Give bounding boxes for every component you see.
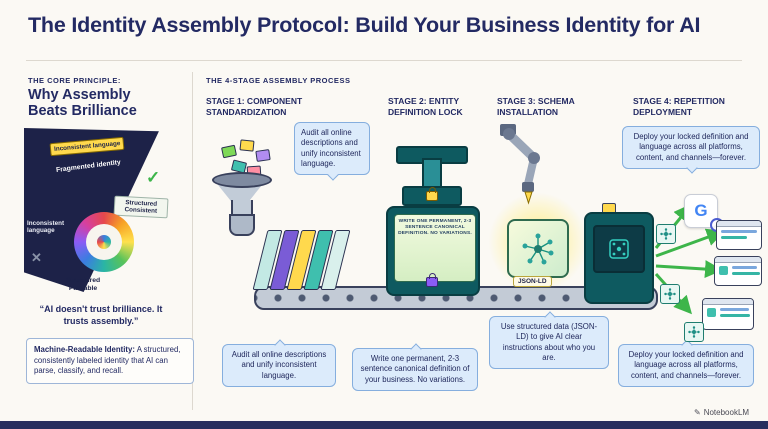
page-title-rest: Build Your Business Identity for AI — [349, 13, 701, 37]
definition-title: Machine-Readable Identity: — [34, 345, 135, 354]
callout-stage1-bottom: Audit all online descriptions and unify … — [222, 338, 336, 387]
label-inconsistent-language-left: Inconsistent language — [27, 220, 65, 235]
deployment-screen — [593, 225, 645, 273]
content-line — [720, 314, 750, 317]
browser-window-icon — [702, 298, 754, 330]
callout-stage1-top: Audit all online descriptions and unify … — [294, 122, 370, 181]
callout-text: Write one permanent, 2-3 sentence canoni… — [360, 354, 470, 384]
browser-titlebar — [715, 257, 761, 263]
lock-icon — [426, 187, 438, 201]
title-divider — [26, 60, 742, 61]
browser-window-icon — [716, 220, 762, 250]
bottom-accent-bar — [0, 421, 768, 429]
brand-name: NotebookLM — [703, 408, 750, 417]
schema-chip-icon — [656, 224, 676, 244]
callout-text: Audit all online descriptions and unify … — [301, 128, 361, 168]
machine-readable-identity-box: Machine-Readable Identity: A structured,… — [26, 338, 194, 384]
content-line — [732, 272, 760, 275]
robotic-arm-icon — [500, 124, 540, 205]
browser-titlebar — [717, 221, 761, 227]
pen-icon: ✎ — [694, 408, 701, 417]
browser-titlebar — [703, 299, 753, 305]
stage-4-label: STAGE 4: REPETITION DEPLOYMENT — [633, 96, 725, 117]
callout-pointer-icon — [326, 168, 339, 181]
callout-text: Deploy your locked definition and langua… — [628, 350, 744, 380]
process-kicker: THE 4-STAGE ASSEMBLY PROCESS — [206, 76, 351, 85]
label-structured-parsable: Structured Parsable — [65, 277, 101, 292]
google-letter: G — [694, 201, 708, 220]
label-structured-consistent: Structured Consistent — [113, 195, 169, 219]
gear-icon — [74, 212, 134, 272]
callout-pointer-icon — [685, 162, 698, 175]
callout-stage2-bottom: Write one permanent, 2-3 sentence canoni… — [352, 342, 478, 391]
core-quote: “AI doesn't trust brilliance. It trusts … — [39, 304, 163, 326]
core-principle-heading: Why Assembly Beats Brilliance — [28, 87, 137, 120]
callout-stage3-bottom: Use structured data (JSON-LD) to give AI… — [489, 310, 609, 370]
content-block — [707, 308, 716, 317]
content-line — [732, 266, 757, 269]
definition-body: A structured, consistently labeled ident… — [34, 345, 181, 376]
content-line — [721, 236, 748, 239]
callout-text: Audit all online descriptions and unify … — [231, 350, 327, 380]
stage-1-label: STAGE 1: COMPONENT STANDARDIZATION — [206, 96, 303, 117]
browser-window-icon — [714, 256, 762, 286]
definition-screen-text: WRITE ONE PERMANENT, 2-3 SENTENCE CANONI… — [398, 219, 472, 237]
core-principle-kicker: THE CORE PRINCIPLE: — [28, 76, 121, 85]
callout-text: Deploy your locked definition and langua… — [633, 132, 749, 162]
callout-pointer-icon — [543, 310, 556, 323]
schema-cube — [507, 219, 569, 278]
stage-3-label: STAGE 3: SCHEMA INSTALLATION — [497, 96, 575, 117]
callout-stage4-bottom: Deploy your locked definition and langua… — [618, 338, 754, 387]
callout-pointer-icon — [273, 338, 286, 351]
content-block — [719, 266, 728, 275]
sticky-note-chip — [255, 149, 271, 162]
sticky-note-chip — [221, 144, 237, 159]
network-screen-icon — [609, 239, 629, 259]
page-title-lead: The Identity Assembly Protocol: — [28, 13, 350, 37]
content-line — [720, 308, 749, 311]
callout-text: Use structured data (JSON-LD) to give AI… — [500, 322, 598, 362]
json-ld-badge: JSON-LD — [513, 276, 552, 287]
notebooklm-watermark: ✎ NotebookLM — [694, 408, 749, 417]
checkmark-icon: ✓ — [146, 168, 161, 187]
funnel-pipe — [229, 214, 255, 236]
content-line — [721, 230, 757, 233]
schema-chip-icon — [660, 284, 680, 304]
knowledge-graph-icon — [522, 233, 554, 264]
google-search-icon: G — [684, 194, 724, 232]
stage-2-label: STAGE 2: ENTITY DEFINITION LOCK — [388, 96, 463, 117]
page-title: The Identity Assembly Protocol: Build Yo… — [28, 13, 754, 38]
panel-divider — [192, 72, 193, 410]
sticky-note-chip — [239, 139, 255, 152]
schema-chip-icon — [684, 322, 704, 342]
lock-icon — [426, 273, 438, 287]
cross-icon: ✕ — [31, 250, 42, 265]
callout-stage4-top: Deploy your locked definition and langua… — [622, 126, 760, 175]
callout-pointer-icon — [409, 342, 422, 355]
funnel-rim — [212, 172, 272, 188]
definition-screen: WRITE ONE PERMANENT, 2-3 SENTENCE CANONI… — [394, 214, 476, 282]
